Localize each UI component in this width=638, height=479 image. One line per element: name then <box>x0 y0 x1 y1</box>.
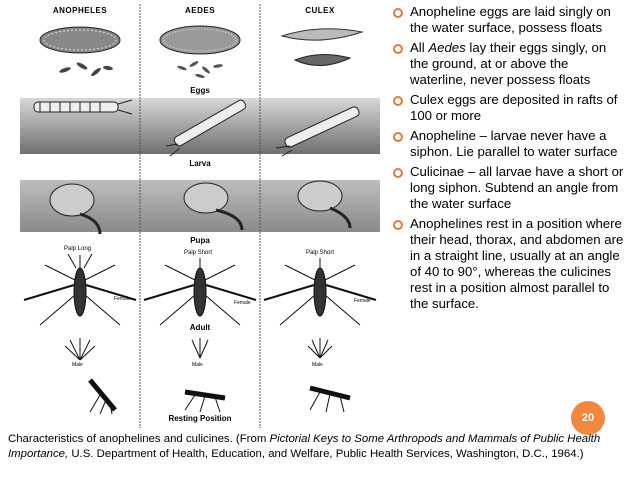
anopheles-pupa <box>49 183 102 235</box>
aedes-single-eggs <box>177 61 223 79</box>
anopheles-resting-position <box>88 378 117 415</box>
anopheles-egg-mass <box>39 26 121 54</box>
bullet-circle-icon <box>393 220 403 230</box>
column-header-culex: CULEX <box>305 6 335 15</box>
bullet-item: Anophelines rest in a position where the… <box>392 216 628 312</box>
anopheles-larva <box>33 99 133 115</box>
culex-male-head <box>307 338 333 359</box>
bullet-item: Culicinae – all larvae have a short or l… <box>392 164 628 212</box>
male-label-anopheles: Male <box>72 362 83 368</box>
male-label-aedes: Male <box>192 362 203 368</box>
stage-label-eggs: Eggs <box>190 86 210 95</box>
culex-adult-female <box>263 258 377 326</box>
bullet-item: Anopheline – larvae never have a siphon.… <box>392 128 628 160</box>
bullet-circle-icon <box>393 44 403 54</box>
culex-larva <box>275 106 360 157</box>
culex-resting-position <box>309 385 351 413</box>
female-label-culex: Female <box>354 298 371 304</box>
bullet-item: Anopheline eggs are laid singly on the w… <box>392 4 628 36</box>
male-label-culex: Male <box>312 362 323 368</box>
slide-number-badge: 20 <box>571 401 605 435</box>
bullet-circle-icon <box>393 168 403 178</box>
bullet-item: All Aedes lay their eggs singly, on the … <box>392 40 628 88</box>
palp-label-anopheles: Palp Long <box>64 246 92 252</box>
aedes-male-head <box>191 338 209 359</box>
anopheles-adult-female <box>23 253 137 326</box>
stage-label-larva: Larva <box>189 159 211 168</box>
culex-egg-raft <box>280 28 364 66</box>
column-header-anopheles: ANOPHELES <box>52 6 108 15</box>
bullet-item: Culex eggs are deposited in rafts of 100… <box>392 92 628 124</box>
mosquito-illustrations <box>23 4 377 428</box>
bullet-list: Anopheline eggs are laid singly on the w… <box>392 4 628 316</box>
stage-label-resting: Resting Position <box>168 414 232 423</box>
bullet-circle-icon <box>393 132 403 142</box>
aedes-pupa <box>183 182 244 231</box>
figure-caption: Characteristics of anophelines and culic… <box>8 433 601 460</box>
stage-label-adult: Adult <box>189 323 211 332</box>
anopheles-male-head <box>64 338 96 361</box>
mosquito-comparison-diagram: ANOPHELES AEDES CULEX Eggs Larva Pupa Ad… <box>20 0 380 430</box>
stage-label-pupa: Pupa <box>190 236 210 245</box>
palp-label-culex: Palp Short <box>306 250 335 256</box>
anopheles-single-eggs <box>59 62 113 77</box>
bullet-circle-icon <box>393 8 403 18</box>
aedes-resting-position <box>184 389 226 413</box>
palp-label-aedes: Palp Short <box>184 250 213 256</box>
female-label-aedes: Female <box>234 300 251 306</box>
aedes-adult-female <box>143 258 257 326</box>
female-label-anopheles: Female <box>114 296 131 302</box>
aedes-egg-mass <box>159 25 241 55</box>
column-header-aedes: AEDES <box>184 6 216 15</box>
culex-pupa <box>297 180 352 229</box>
bullet-circle-icon <box>393 96 403 106</box>
aedes-larva <box>165 99 247 157</box>
